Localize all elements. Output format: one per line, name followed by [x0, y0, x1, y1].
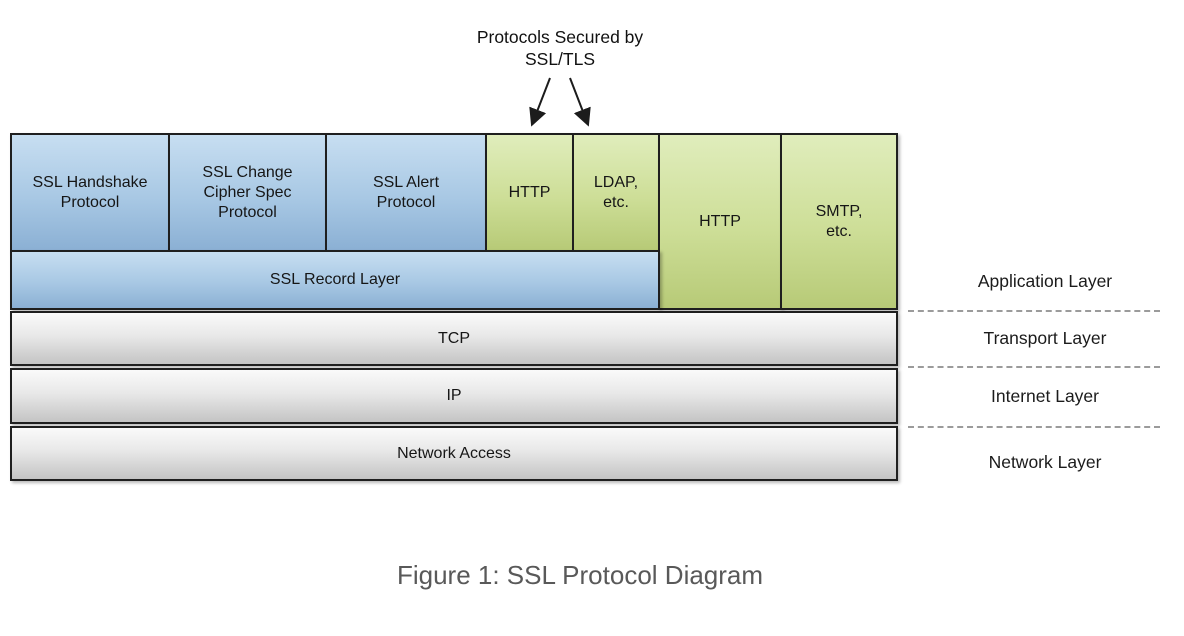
- diagram-title-line1: Protocols Secured by: [476, 27, 644, 47]
- box-label: HTTP: [508, 183, 551, 201]
- label-application-layer: Application Layer: [977, 271, 1113, 291]
- box-http-plain: HTTP: [658, 133, 782, 310]
- box-smtp-etc: SMTP, etc.: [780, 133, 898, 310]
- box-label: Network Access: [397, 444, 511, 462]
- box-http-secured: HTTP: [485, 133, 574, 252]
- label-network-layer: Network Layer: [988, 452, 1102, 472]
- box-ssl-handshake-protocol: SSL Handshake Protocol: [10, 133, 170, 252]
- box-label: SSL Change Cipher Spec Protocol: [202, 163, 293, 221]
- box-label: LDAP, etc.: [593, 173, 639, 211]
- layer-divider-application-transport: [908, 310, 1160, 312]
- box-ssl-record-layer: SSL Record Layer: [10, 250, 660, 310]
- arrow-left: [529, 77, 551, 127]
- label-transport-layer: Transport Layer: [983, 328, 1107, 348]
- arrow-right: [569, 77, 591, 127]
- protocol-stack: SSL Handshake Protocol SSL Change Cipher…: [10, 133, 898, 481]
- box-tcp: TCP: [10, 311, 898, 366]
- box-network-access: Network Access: [10, 426, 898, 481]
- layer-divider-transport-internet: [908, 366, 1160, 368]
- box-ssl-change-cipher-spec-protocol: SSL Change Cipher Spec Protocol: [168, 133, 327, 252]
- box-ldap-etc: LDAP, etc.: [572, 133, 660, 252]
- box-label: TCP: [438, 329, 470, 347]
- layer-divider-internet-network: [908, 426, 1160, 428]
- box-ssl-alert-protocol: SSL Alert Protocol: [325, 133, 487, 252]
- box-label: SSL Alert Protocol: [372, 173, 440, 211]
- box-label: HTTP: [699, 212, 741, 230]
- box-label: SSL Record Layer: [269, 271, 401, 288]
- figure-caption: Figure 1: SSL Protocol Diagram: [396, 560, 764, 590]
- box-ip: IP: [10, 368, 898, 424]
- box-label: SSL Handshake Protocol: [32, 173, 148, 211]
- box-label: SMTP, etc.: [815, 202, 863, 240]
- diagram-title: Protocols Secured by SSL/TLS: [420, 26, 700, 70]
- label-internet-layer: Internet Layer: [991, 386, 1099, 406]
- diagram-title-line2: SSL/TLS: [524, 49, 596, 69]
- box-label: IP: [446, 387, 462, 404]
